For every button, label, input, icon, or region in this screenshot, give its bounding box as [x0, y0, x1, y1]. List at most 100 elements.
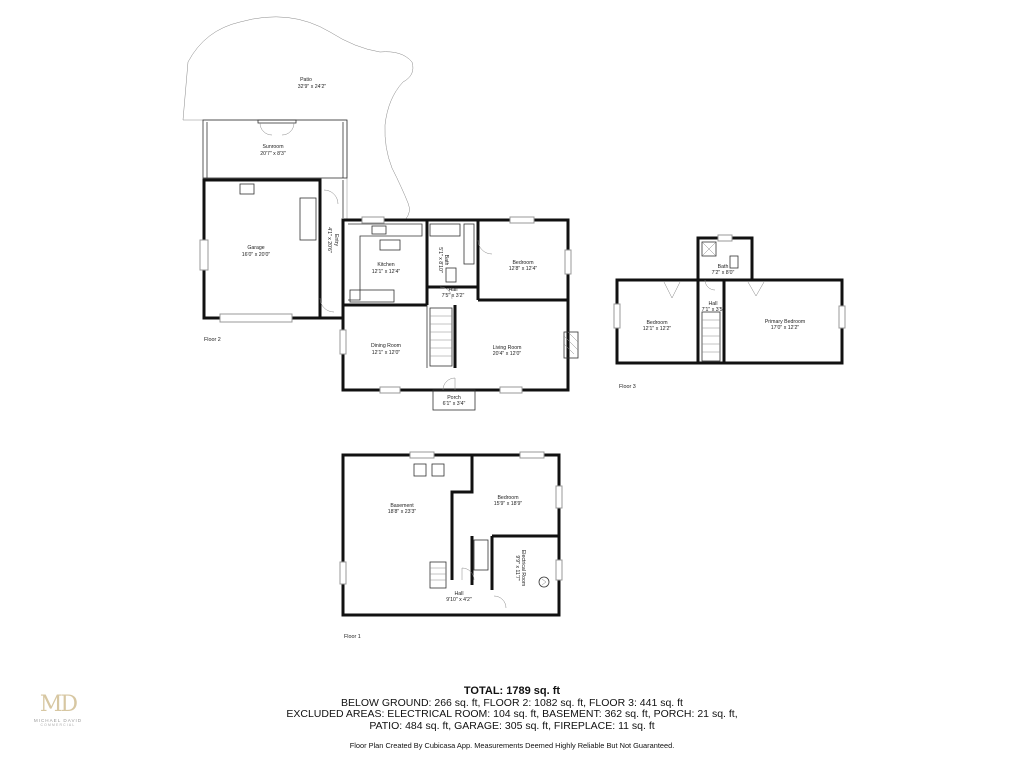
- garage-window: [199, 239, 209, 271]
- garage-door: [219, 313, 293, 323]
- room-dims-hall-floor2: 7'5" x 3'2": [442, 293, 465, 299]
- window: [564, 249, 572, 275]
- room-dims-entry: 4'1" x 20'6": [326, 227, 332, 253]
- room-dims-garage: 16'0" x 20'0": [242, 252, 271, 258]
- area-breakdown-line-1: BELOW GROUND: 266 sq. ft, FLOOR 2: 1082 …: [341, 696, 683, 709]
- electrical-bolt: [541, 578, 547, 586]
- room-dims-primary-bedroom: 17'0" x 12'2": [771, 325, 800, 331]
- kitchen-sink: [371, 225, 387, 235]
- room-dims-electrical: 9'9" x 11'7": [514, 555, 520, 580]
- room-dims-porch: 6'1" x 3'4": [443, 401, 466, 407]
- window: [555, 559, 563, 581]
- room-dims-bedroom-floor3: 12'1" x 12'2": [643, 326, 672, 332]
- door-swing: [439, 286, 453, 300]
- room-name-kitchen: Kitchen: [377, 262, 394, 268]
- room-name-electrical: Electrical Room: [520, 550, 526, 586]
- door-swing: [442, 377, 456, 391]
- bathtub: [429, 223, 461, 237]
- room-dims-basement: 18'8" x 23'3": [388, 509, 417, 515]
- door-swing: [493, 595, 507, 609]
- interior-wall: [450, 455, 474, 580]
- toilet: [729, 255, 739, 269]
- room-dims-hall-floor3: 7'1" x 3'5": [702, 307, 725, 313]
- stairs: [429, 307, 453, 367]
- disclaimer: Floor Plan Created By Cubicasa App. Meas…: [349, 741, 675, 750]
- window: [613, 303, 621, 329]
- garage-fixture: [239, 183, 255, 195]
- floor-label-2: Floor 2: [204, 337, 221, 343]
- window: [499, 386, 523, 394]
- shower: [701, 241, 717, 257]
- window: [409, 451, 435, 459]
- window: [339, 329, 347, 355]
- door-swing: [663, 281, 681, 299]
- door-swing: [747, 281, 765, 297]
- garage-step: [299, 197, 317, 241]
- room-name-entry: Entry: [333, 234, 339, 247]
- kitchen-island: [379, 239, 401, 251]
- room-name-porch: Porch: [447, 395, 461, 401]
- room-name-basement: Basement: [390, 503, 414, 509]
- floor-label-1: Floor 1: [344, 634, 361, 640]
- window: [555, 485, 563, 509]
- room-name-primary-bedroom: Primary Bedroom: [765, 319, 805, 325]
- room-name-bath-floor3: Bath: [718, 264, 729, 270]
- room-dims-dining: 12'1" x 12'0": [372, 350, 401, 356]
- room-name-dining: Dining Room: [371, 343, 401, 349]
- fireplace: [563, 331, 579, 359]
- area-summary: TOTAL: 1789 sq. ft BELOW GROUND: 266 sq.…: [212, 685, 812, 732]
- door-swing: [704, 279, 716, 291]
- room-dims-bedroom-floor1: 15'9" x 18'9": [494, 501, 523, 507]
- room-dims-hall-floor1: 9'10" x 4'2": [446, 597, 472, 603]
- column: [473, 539, 489, 571]
- kitchen-counter: [349, 289, 395, 303]
- door-swing: [323, 189, 339, 205]
- room-name-patio: Patio: [300, 77, 312, 83]
- room-name-sunroom: Sunroom: [262, 144, 283, 150]
- porch-outline: [432, 389, 476, 411]
- window: [361, 216, 385, 224]
- total-area: TOTAL: 1789 sq. ft: [463, 685, 561, 697]
- sunroom-door: [257, 119, 297, 124]
- window: [519, 451, 545, 459]
- toilet: [445, 267, 457, 283]
- door-swing: [477, 239, 493, 255]
- window: [339, 561, 347, 585]
- electrical-panel-icon: [538, 576, 550, 588]
- room-name-garage: Garage: [247, 245, 264, 251]
- room-dims-bath-floor3: 7'2" x 8'0": [712, 270, 735, 276]
- kitchen-counter: [348, 223, 423, 301]
- utility-fixture: [431, 463, 445, 477]
- stairs: [429, 561, 447, 589]
- vanity: [463, 223, 475, 265]
- room-dims-kitchen: 12'1" x 12'4": [372, 269, 401, 275]
- door-swing: [259, 122, 295, 136]
- room-name-hall-floor3: Hall: [709, 301, 718, 307]
- floor-label-3: Floor 3: [619, 384, 636, 390]
- room-dims-living: 20'4" x 12'0": [493, 351, 522, 357]
- door-swing: [319, 297, 335, 313]
- room-dims-bath-floor2: 5'1" x 8'10": [437, 247, 443, 273]
- room-dims-bedroom-floor2: 12'8" x 12'4": [509, 266, 538, 272]
- shower-cross: [701, 241, 717, 257]
- room-name-hall-floor1: Hall: [455, 591, 464, 597]
- fireplace-hatch: [563, 331, 579, 355]
- area-breakdown-line-2: EXCLUDED AREAS: ELECTRICAL ROOM: 104 sq.…: [286, 708, 738, 721]
- company-logo: MD MICHAEL DAVID COMMERCIAL: [33, 692, 83, 728]
- window: [509, 216, 535, 224]
- window: [838, 305, 846, 329]
- patio-outline: [182, 16, 414, 221]
- room-name-living: Living Room: [493, 345, 522, 351]
- window: [379, 386, 401, 394]
- door-swing: [461, 567, 475, 581]
- room-dims-patio: 32'9" x 24'2": [298, 84, 327, 90]
- room-name-bedroom-floor1: Bedroom: [497, 495, 518, 501]
- room-name-hall-floor2: Hall: [449, 287, 458, 293]
- stairs: [701, 311, 721, 362]
- room-name-bedroom-floor3: Bedroom: [646, 320, 667, 326]
- utility-fixture: [413, 463, 427, 477]
- logo-mark: MD: [39, 692, 78, 717]
- room-name-bath-floor2: Bath: [443, 255, 449, 266]
- window: [717, 234, 733, 242]
